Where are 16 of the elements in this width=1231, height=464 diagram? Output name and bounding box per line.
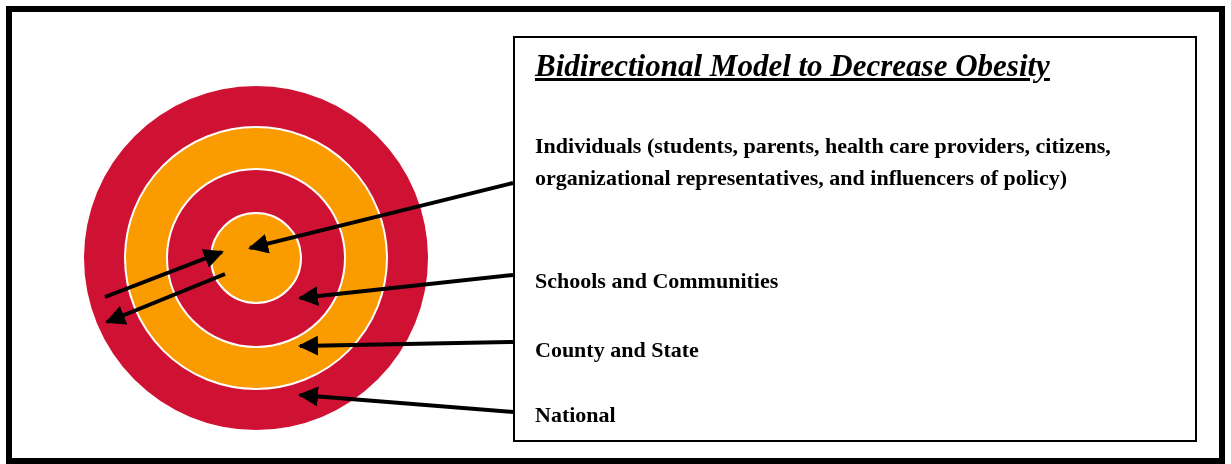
arrow — [104, 249, 224, 299]
level-label: Individuals (students, parents, health care providers, citizens, organizational representatives, and influencers of policy) — [515, 130, 1135, 194]
target-ring — [167, 169, 345, 347]
target-center — [211, 213, 301, 303]
arrow — [298, 386, 514, 414]
arrow — [298, 273, 514, 306]
arrow — [298, 335, 514, 356]
arrow — [248, 181, 514, 254]
text-panel — [513, 36, 1197, 442]
level-label: Schools and Communities — [515, 265, 1135, 297]
level-label: National — [515, 399, 1135, 431]
heading: Bidirectional Model to Decrease Obesity — [535, 48, 1050, 84]
target-ring — [125, 127, 387, 389]
arrow — [105, 272, 226, 325]
target-ring — [83, 85, 429, 431]
level-label: County and State — [515, 334, 1135, 366]
